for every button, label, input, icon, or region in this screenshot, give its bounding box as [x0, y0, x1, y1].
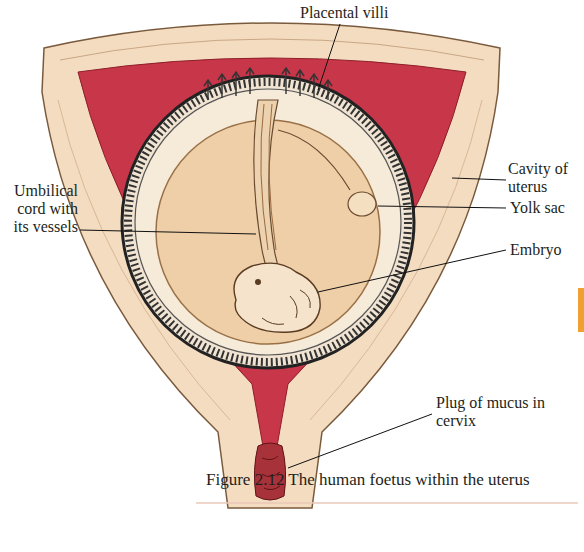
page-edge-tab: [578, 288, 584, 332]
part-label: Cavity of uterus: [508, 160, 580, 196]
leader-line: [318, 250, 506, 292]
villi-branches: [204, 68, 332, 100]
uterine-cavity: [78, 58, 466, 452]
part-label: Plug of mucus in cervix: [436, 394, 548, 430]
chorionic-villi: [128, 82, 408, 362]
part-label: Yolk sac: [510, 199, 580, 217]
leader-line: [80, 230, 256, 234]
chorion-inner: [135, 89, 401, 355]
embryo-eye: [255, 279, 261, 285]
umbilical-cord: [254, 100, 282, 282]
yolk-stalk: [278, 130, 350, 190]
uterine-wall: [42, 23, 500, 508]
yolk-sac: [348, 192, 376, 216]
wall-line: [60, 39, 484, 60]
part-label: Umbilical cord with its vessels: [6, 182, 78, 236]
part-label: Placental villi: [300, 4, 430, 22]
embryo: [234, 263, 320, 332]
embryo-detail: [262, 290, 310, 324]
leader-line: [378, 206, 506, 208]
cord-vessels: [261, 104, 276, 250]
part-label: Embryo: [510, 241, 580, 259]
caption-rule: [196, 502, 578, 504]
leader-line: [452, 178, 506, 180]
figure-caption: Figure 2.12 The human foetus within the …: [206, 470, 530, 490]
leader-line: [288, 414, 432, 468]
leader-line: [318, 24, 340, 90]
chorion: [122, 76, 414, 368]
